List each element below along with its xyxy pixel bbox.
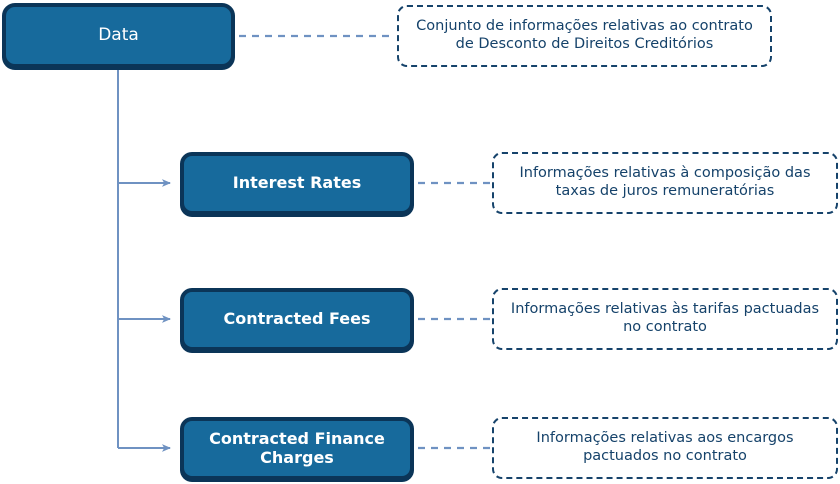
note-contracted-finance-charges: Informações relativas aos encargos pactu…: [492, 417, 838, 479]
note-data-text: Conjunto de informações relativas ao con…: [416, 18, 753, 52]
note-contracted-fees: Informações relativas às tarifas pactuad…: [492, 288, 838, 350]
note-data: Conjunto de informações relativas ao con…: [397, 5, 772, 67]
node-contracted-finance-charges-label: Contracted Finance Charges: [209, 428, 385, 467]
node-data[interactable]: Data: [2, 3, 235, 68]
note-interest-rates: Informações relativas à composição das t…: [492, 152, 838, 214]
node-contracted-finance-charges[interactable]: Contracted Finance Charges: [180, 417, 414, 480]
node-data-label: Data: [98, 25, 139, 46]
note-interest-rates-text: Informações relativas à composição das t…: [519, 165, 811, 199]
note-contracted-finance-charges-text: Informações relativas aos encargos pactu…: [536, 430, 794, 464]
note-contracted-fees-text: Informações relativas às tarifas pactuad…: [510, 301, 820, 335]
node-contracted-fees-label: Contracted Fees: [223, 309, 371, 329]
node-interest-rates[interactable]: Interest Rates: [180, 152, 414, 215]
node-contracted-fees[interactable]: Contracted Fees: [180, 288, 414, 351]
node-interest-rates-label: Interest Rates: [232, 173, 362, 193]
